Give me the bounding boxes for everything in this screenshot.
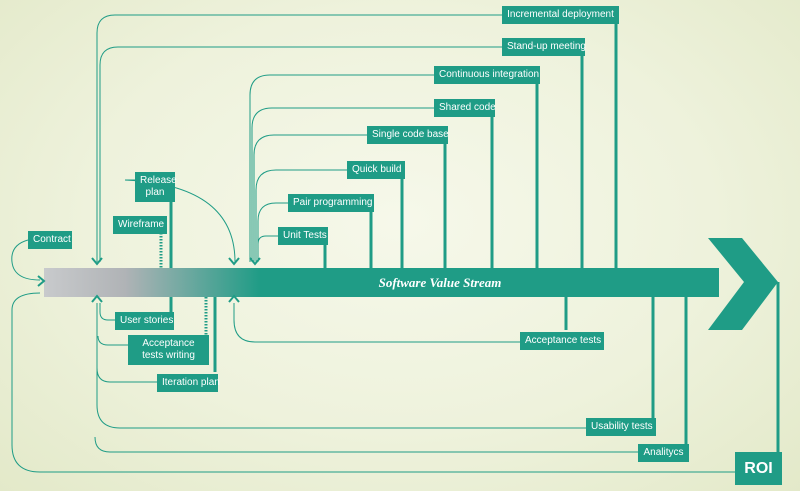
value-stream-title: Software Value Stream xyxy=(378,275,502,290)
dotted-connectors xyxy=(159,230,208,335)
label-usability-tests: Usability tests xyxy=(586,418,656,436)
roi-box: ROI xyxy=(735,452,782,485)
label-wireframe: Wireframe xyxy=(113,216,167,234)
label-single-code-base: Single code base xyxy=(367,126,449,144)
label-pair-programming: Pair programming xyxy=(288,194,374,212)
label-unit-tests: Unit Tests xyxy=(278,227,328,245)
label-quick-build: Quick build xyxy=(347,161,405,179)
label-iteration-plan: Iteration plan xyxy=(157,374,220,392)
feedback-curves xyxy=(11,14,735,473)
label-shared-code: Shared code xyxy=(434,99,496,117)
label-user-stories: User stories xyxy=(115,312,174,330)
label-analytics: Analitycs xyxy=(638,444,689,462)
label-acceptance-tests-writing: Acceptance tests writing xyxy=(128,335,209,365)
label-release-plan: Release plan xyxy=(135,172,177,202)
label-stand-up-meeting: Stand-up meeting xyxy=(502,38,586,56)
arrow-markers xyxy=(37,257,261,303)
label-continuous-integration: Continuous integration xyxy=(434,66,540,84)
value-stream-arrowhead xyxy=(708,238,778,330)
label-contract: Contract xyxy=(28,231,72,249)
label-incremental-deployment: Incremental deployment xyxy=(502,6,619,24)
value-stream-bar xyxy=(44,268,719,297)
label-acceptance-tests: Acceptance tests xyxy=(520,332,604,350)
